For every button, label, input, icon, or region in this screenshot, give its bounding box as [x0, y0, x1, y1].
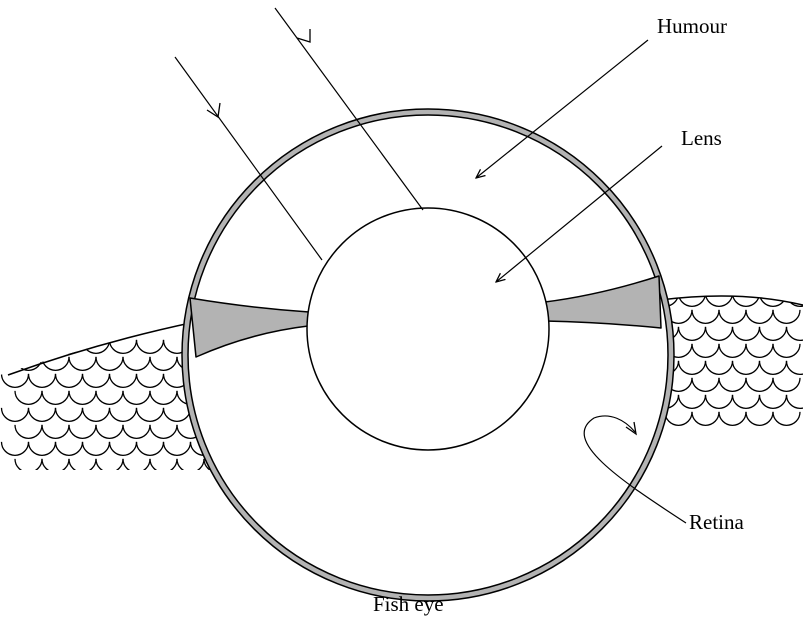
scale-arc [96, 357, 123, 371]
lens [307, 208, 549, 450]
scale-arc [123, 425, 150, 439]
scale-arc [150, 459, 177, 472]
scale-arc [719, 378, 746, 392]
scale-arc [692, 378, 719, 392]
diagram-caption: Fish eye [373, 594, 444, 615]
scale-arc [42, 425, 69, 439]
scale-arc [760, 327, 787, 341]
scale-arc [150, 391, 177, 405]
scale-arc [15, 425, 42, 439]
scale-arc [164, 442, 191, 456]
scale-arc [706, 327, 733, 341]
scale-arc [69, 391, 96, 405]
scale-arc [150, 357, 177, 371]
scale-arc [706, 361, 733, 375]
humour-label: Humour [657, 16, 727, 37]
scale-arc [137, 408, 164, 422]
scale-arc [15, 459, 42, 472]
scale-arc [42, 391, 69, 405]
scale-arc [96, 391, 123, 405]
retina-label: Retina [689, 512, 744, 533]
scale-arc [787, 361, 803, 375]
scale-arc [733, 395, 760, 409]
scale-arc [760, 361, 787, 375]
scale-arc [746, 412, 773, 426]
scale-arc [96, 425, 123, 439]
scale-arc [83, 442, 110, 456]
scale-arc [719, 344, 746, 358]
scale-arc [96, 459, 123, 472]
scale-arc [56, 408, 83, 422]
scale-arc [773, 344, 800, 358]
scale-arc [679, 293, 706, 307]
scale-arc [2, 408, 29, 422]
scale-arc [150, 425, 177, 439]
scale-arc [746, 378, 773, 392]
scale-arc [83, 374, 110, 388]
scale-arc [110, 374, 137, 388]
scale-arc [692, 412, 719, 426]
scale-arc [746, 344, 773, 358]
lens-label: Lens [681, 128, 722, 149]
scale-arc [719, 412, 746, 426]
scale-arc [69, 357, 96, 371]
scale-arc [733, 327, 760, 341]
scale-arc [679, 327, 706, 341]
scale-arc [2, 374, 29, 388]
scale-arc [110, 408, 137, 422]
scale-arc [773, 378, 800, 392]
scale-arc [123, 357, 150, 371]
scale-arc [692, 310, 719, 324]
scale-arc [787, 395, 803, 409]
scale-arc [56, 374, 83, 388]
scale-arc [733, 361, 760, 375]
scale-arc [177, 459, 204, 472]
scale-arc [137, 340, 164, 354]
scale-arc [665, 412, 692, 426]
scale-arc [56, 442, 83, 456]
scale-arc [706, 395, 733, 409]
scale-arc [164, 408, 191, 422]
scale-arc [83, 408, 110, 422]
scale-arc [679, 395, 706, 409]
scale-arc [2, 340, 29, 354]
scale-arc [746, 310, 773, 324]
scale-arc [123, 459, 150, 472]
scale-arc [692, 344, 719, 358]
scale-arc [760, 395, 787, 409]
scale-arc [2, 442, 29, 456]
scale-arc [137, 442, 164, 456]
scale-arc [773, 310, 800, 324]
scale-arc [110, 442, 137, 456]
scale-arc [15, 391, 42, 405]
scale-arc [29, 340, 56, 354]
scale-arc [706, 293, 733, 307]
scale-arc [42, 459, 69, 472]
scale-arc [69, 425, 96, 439]
scale-arc [719, 310, 746, 324]
scale-arc [69, 459, 96, 472]
scale-arc [29, 408, 56, 422]
scale-arc [29, 442, 56, 456]
scale-arc [787, 327, 803, 341]
scale-arc [29, 374, 56, 388]
scale-arc [123, 391, 150, 405]
scale-arc [773, 412, 800, 426]
scale-arc [679, 361, 706, 375]
scale-arc [733, 293, 760, 307]
scale-arc [137, 374, 164, 388]
